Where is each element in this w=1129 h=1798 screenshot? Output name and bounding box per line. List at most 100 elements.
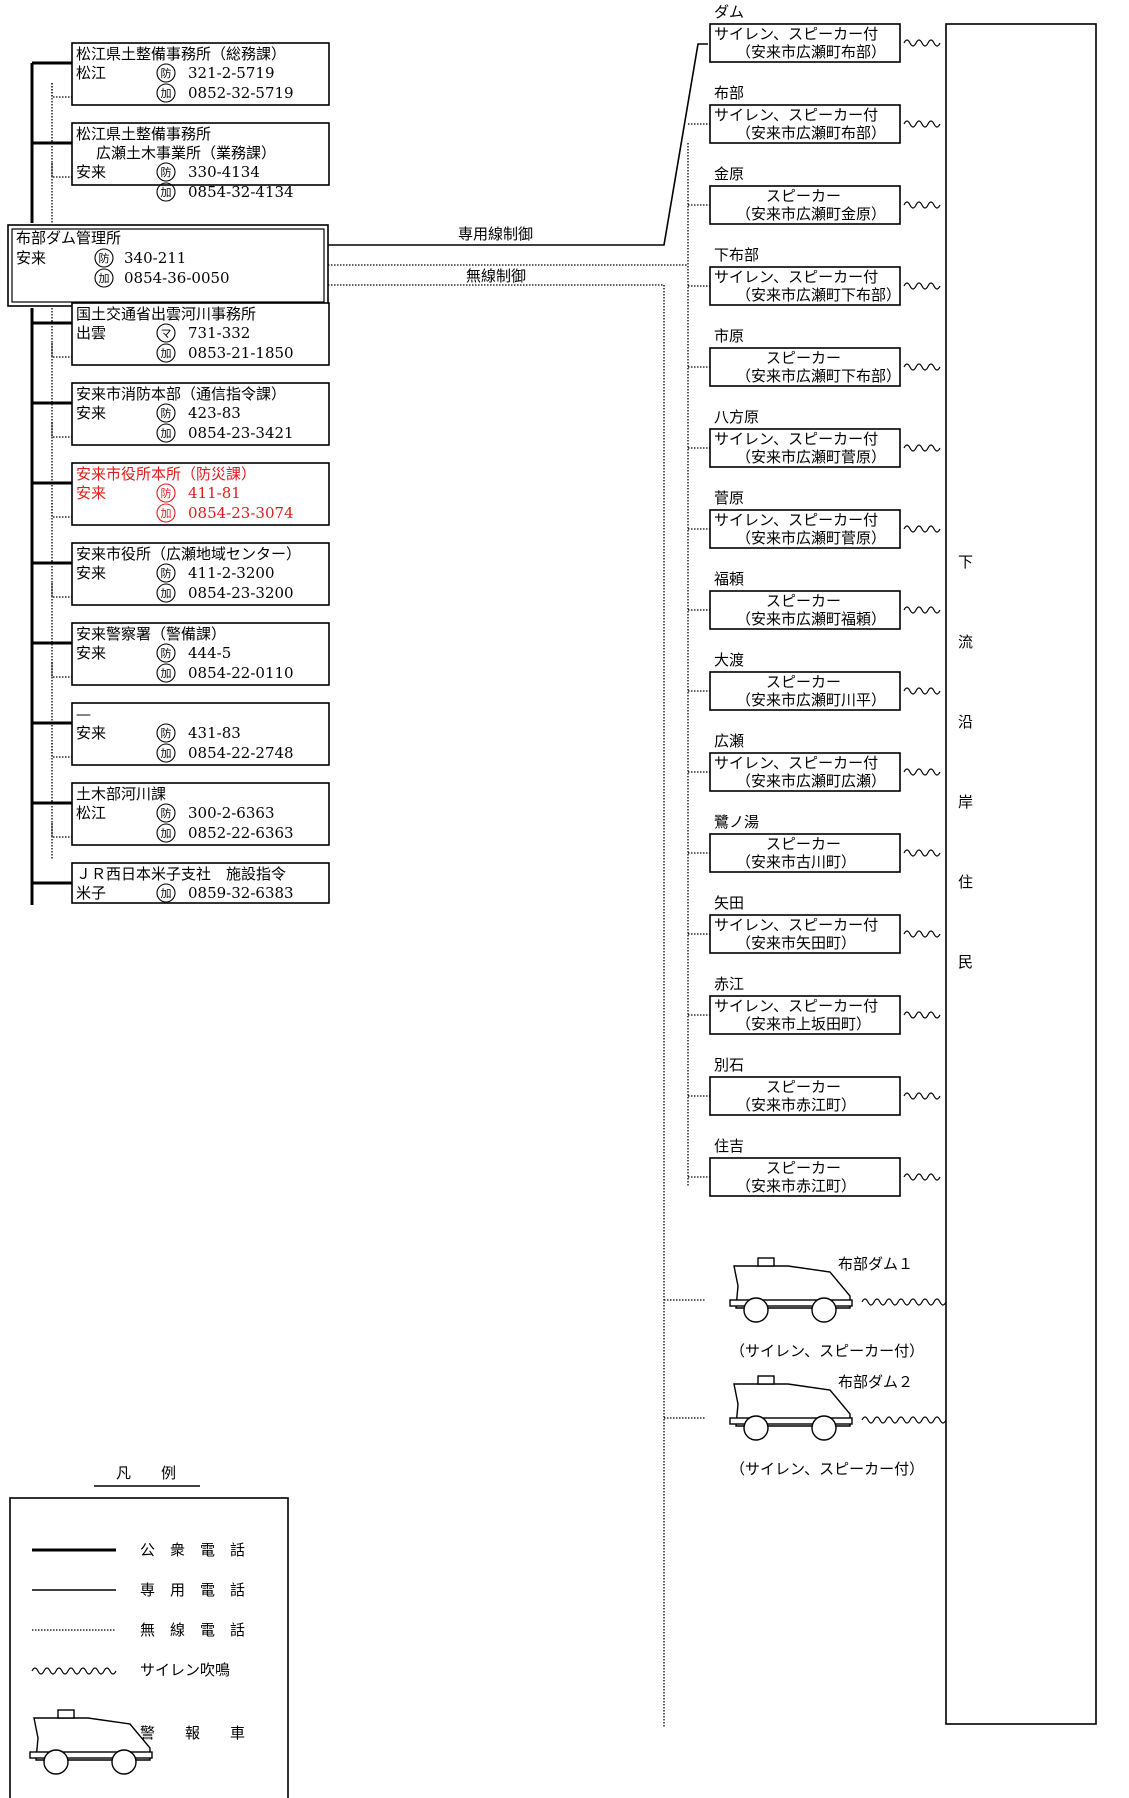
wireless-connector [51,83,72,98]
station-name: 金原 [714,165,744,183]
siren-wave-icon [861,1416,947,1424]
residents-char: 流 [958,633,973,651]
circled-mark-icon: 加 [156,883,176,903]
contact-location: 安来 [76,404,106,422]
circled-mark-char: 加 [161,667,172,680]
circled-mark-char: 防 [161,806,172,820]
contact-title: 国土交通省出雲河川事務所 [76,305,256,323]
contact-title: 広瀬土木事業所（業務課） [96,144,276,162]
contact-box-frame [71,122,330,186]
dam-phone: 340-211 [124,249,186,267]
siren-stations: ダムサイレン、スピーカー付（安来市広瀬町布部）布部サイレン、スピーカー付（安来市… [688,3,941,1197]
wireless-connector [51,583,72,598]
contact-box-frame [71,702,330,766]
circle-outline [156,503,176,523]
siren-wave-icon [903,444,941,452]
car-bumper [729,1417,853,1425]
contact-box-frame [71,542,330,606]
circle-outline [156,723,176,743]
station-type: スピーカー [766,187,841,205]
car-light [57,1709,75,1719]
residents-box [945,23,1097,1725]
residents-char: 沿 [958,713,973,731]
station-address: （安来市赤江町） [736,1177,856,1195]
wireless-connector [51,743,72,758]
circled-mark-char: 防 [161,566,172,580]
siren-wave-icon [903,849,941,857]
siren-wave-icon [903,1173,941,1181]
station-box [709,1157,901,1197]
contact-phone: 330-4134 [188,163,260,181]
circle-outline [156,63,176,83]
wireless-control-label: 無線制御 [466,267,526,285]
legend-title: 凡 例 [116,1464,176,1482]
car-bumper [729,1299,853,1307]
circled-mark-icon: 防 [156,563,176,583]
alarm-car-icon [29,1709,153,1775]
station-box [709,104,901,144]
vehicle-type: （サイレン、スピーカー付） [730,1460,924,1478]
circled-mark-icon: 加 [156,583,176,603]
contact-location: 松江 [76,804,106,822]
circle-outline [156,423,176,443]
station-box [709,266,901,306]
contact-box-frame [71,42,330,106]
circled-mark-icon: 加 [156,182,176,202]
car-bumper [29,1751,153,1759]
contact-phone: 423-83 [188,404,241,422]
car-wheel [43,1749,69,1775]
station-address: （安来市古川町） [736,853,856,871]
car-wheel [811,1415,837,1441]
circled-mark-icon: 加 [156,823,176,843]
legend-label: 公 衆 電 話 [140,1541,245,1559]
contact-box-frame [71,302,330,366]
circle-outline [156,583,176,603]
contact-title: 安来市役所（広瀬地域センター） [76,545,301,563]
car-wheel [743,1297,769,1323]
circled-mark-char: 加 [161,87,172,100]
contact-title: 土木部河川課 [76,785,166,803]
contact-phone: 411-81 [188,484,241,502]
circled-mark-char: 加 [161,827,172,840]
contact-phone: 300-2-6363 [188,804,274,822]
contact-phone: 444-5 [188,644,231,662]
vehicle: 布部ダム１（サイレン、スピーカー付） [664,1255,947,1360]
circle-outline [156,403,176,423]
station-box [709,752,901,792]
contact-phone: 0854-23-3421 [188,424,294,442]
contact-phone: 0854-22-2748 [188,744,294,762]
siren-wave-icon [903,768,941,776]
contact-title: — [76,705,91,723]
contact-location: 安来 [76,724,106,742]
dam-phone: 0854-36-0050 [124,269,230,287]
circle-outline [156,803,176,823]
circled-mark-char: 防 [161,486,172,500]
circled-mark-char: 加 [161,747,172,760]
circled-mark-char: 加 [161,347,172,360]
wireless-connector [51,343,72,358]
circle-outline [156,162,176,182]
circle-outline [156,483,176,503]
siren-wave-icon [903,1011,941,1019]
dedicated-line [328,43,708,246]
residents-char: 住 [958,873,973,891]
station-box [709,347,901,387]
siren-wave-icon [31,1667,117,1675]
station-type: サイレン、スピーカー付 [714,25,878,43]
circled-mark-icon: 加 [156,423,176,443]
station-address: （安来市上坂田町） [736,1015,871,1033]
station-address: （安来市広瀬町菅原） [736,529,886,547]
wireless-connector [51,503,72,518]
contact-phone: 0854-23-3074 [188,504,294,522]
contact-phone: 0852-32-5719 [188,84,294,102]
